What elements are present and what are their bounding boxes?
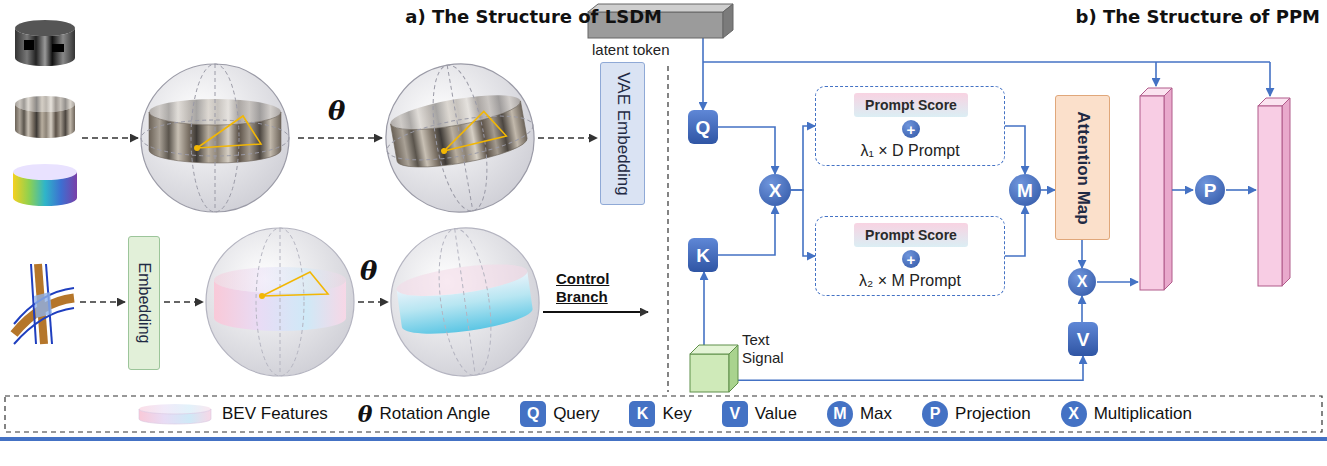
connector (1005, 206, 1025, 256)
legend-swatch: K (629, 401, 655, 427)
connector (702, 38, 704, 110)
legend-text: Rotation Angle (380, 404, 491, 424)
node-label: X (1077, 274, 1088, 290)
connector (718, 206, 775, 255)
legend-symbol: K (637, 406, 649, 422)
connector (703, 272, 705, 345)
node-label: K (696, 246, 710, 265)
operator-circle: M (1009, 174, 1041, 206)
embedding-box: VAE Embedding (600, 62, 645, 205)
node-label: + (907, 122, 916, 137)
prompt-group: λ₁ × D Prompt Prompt Score + (815, 86, 1005, 166)
node-label: M (1017, 181, 1033, 200)
connector (1005, 126, 1025, 174)
rotation-symbol: θ (328, 96, 345, 126)
connector (738, 356, 1083, 380)
node-label: Text Signal (742, 331, 798, 367)
cube-shape (690, 345, 738, 392)
operator-box: K (688, 238, 718, 272)
node-label: V (1077, 330, 1090, 349)
panel-title: b) The Structure of PPM (1076, 6, 1320, 27)
legend-text: Key (662, 404, 691, 424)
node-label: Prompt Score (865, 227, 957, 243)
embedding-box: Embedding (128, 236, 160, 370)
node-label: Embedding (135, 263, 153, 344)
rotation-symbol: θ (358, 401, 373, 427)
connector (791, 126, 815, 190)
node-label: VAE Embedding (613, 72, 633, 195)
connector (1081, 240, 1083, 268)
operator-circle: P (1195, 175, 1225, 205)
legend-text: Max (860, 404, 892, 424)
text-signal-cube: Text Signal (690, 345, 738, 392)
node-label: Prompt Score (865, 97, 957, 113)
node-label: Q (696, 118, 711, 137)
node-label: + (907, 252, 916, 267)
legend-swatch: Q (520, 401, 546, 427)
embedding-box: Attention Map (1055, 95, 1110, 240)
add-circle: + (902, 250, 920, 268)
legend-swatch: M (827, 401, 853, 427)
prompt-score-box: Prompt Score (854, 223, 968, 247)
legend-text: Projection (955, 404, 1031, 424)
legend-text: Query (553, 404, 599, 424)
legend-swatch: X (1061, 401, 1087, 427)
connector (1041, 189, 1055, 191)
node-label: X (769, 181, 782, 200)
connector (791, 190, 815, 256)
prompt-group: λ₂ × M Prompt Prompt Score + (815, 216, 1005, 296)
legend-symbol: V (729, 406, 740, 422)
cube-front (690, 354, 729, 392)
legend-swatch: P (922, 401, 948, 427)
legend-symbol: X (1068, 406, 1079, 422)
legend-text: Multiplication (1094, 404, 1192, 424)
add-circle: + (902, 120, 920, 138)
legend-symbol: Q (527, 406, 539, 422)
node-label: latent token (592, 41, 737, 58)
operator-circle: X (1068, 268, 1096, 296)
control-branch-label: Control Branch (556, 270, 609, 305)
prompt-score-box: Prompt Score (854, 93, 968, 117)
connector (1081, 296, 1083, 322)
rotation-symbol: θ (360, 256, 377, 286)
node-label: Attention Map (1073, 111, 1093, 224)
operator-circle: X (759, 174, 791, 206)
operator-box: V (1068, 322, 1098, 356)
bar-side (723, 4, 733, 38)
bev-sample (135, 401, 215, 427)
legend-swatch: V (722, 401, 748, 427)
legend-text: BEV Features (222, 404, 328, 424)
legend-symbol: M (833, 406, 846, 422)
operator-box: Q (688, 110, 718, 144)
panel-title: a) The Structure of LSDM (405, 6, 662, 27)
cube-side (729, 345, 738, 392)
node-label: λ₁ × D Prompt (860, 142, 959, 160)
connector (718, 127, 775, 174)
node-label: P (1204, 181, 1217, 200)
legend-text: Value (755, 404, 797, 424)
node-label: λ₂ × M Prompt (859, 272, 961, 290)
legend-symbol: P (930, 406, 941, 422)
